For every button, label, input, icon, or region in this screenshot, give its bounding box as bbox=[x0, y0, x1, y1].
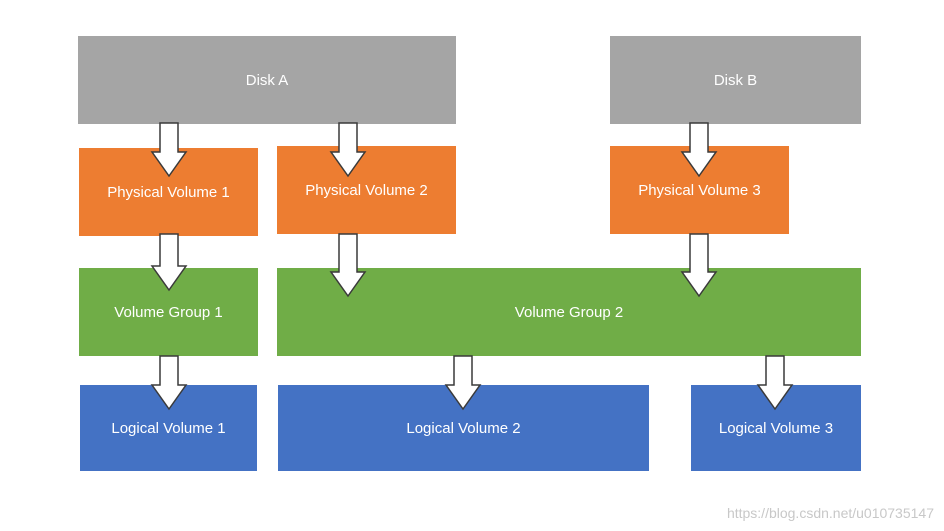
disk-a-box: Disk A bbox=[78, 36, 456, 124]
logical-volume-2-label: Logical Volume 2 bbox=[406, 419, 521, 437]
arrow-pv1-to-vg1 bbox=[150, 233, 188, 292]
arrow-pv3-to-vg2 bbox=[680, 233, 718, 298]
physical-volume-3-box: Physical Volume 3 bbox=[610, 146, 789, 234]
arrow-pv2-to-vg2 bbox=[329, 233, 367, 298]
physical-volume-2-box: Physical Volume 2 bbox=[277, 146, 456, 234]
physical-volume-1-label: Physical Volume 1 bbox=[107, 183, 230, 201]
watermark-url: https://blog.csdn.net/u010735147 bbox=[726, 505, 934, 521]
physical-volume-2-label: Physical Volume 2 bbox=[305, 181, 428, 199]
volume-group-2-box: Volume Group 2 bbox=[277, 268, 861, 356]
logical-volume-1-label: Logical Volume 1 bbox=[111, 419, 226, 437]
arrow-disk-a-to-pv2 bbox=[329, 122, 367, 178]
physical-volume-3-label: Physical Volume 3 bbox=[638, 181, 761, 199]
physical-volume-1-box: Physical Volume 1 bbox=[79, 148, 258, 236]
disk-a-label: Disk A bbox=[245, 71, 289, 89]
arrow-disk-b-to-pv3 bbox=[680, 122, 718, 178]
arrow-vg2-to-lv3 bbox=[756, 355, 794, 411]
volume-group-2-label: Volume Group 2 bbox=[514, 303, 624, 321]
volume-group-1-label: Volume Group 1 bbox=[114, 303, 223, 321]
disk-b-label: Disk B bbox=[713, 71, 758, 89]
arrow-disk-a-to-pv1 bbox=[150, 122, 188, 178]
arrow-vg1-to-lv1 bbox=[150, 355, 188, 411]
disk-b-box: Disk B bbox=[610, 36, 861, 124]
logical-volume-2-box: Logical Volume 2 bbox=[278, 385, 649, 471]
logical-volume-3-label: Logical Volume 3 bbox=[718, 419, 834, 437]
arrow-vg2-to-lv2 bbox=[444, 355, 482, 411]
